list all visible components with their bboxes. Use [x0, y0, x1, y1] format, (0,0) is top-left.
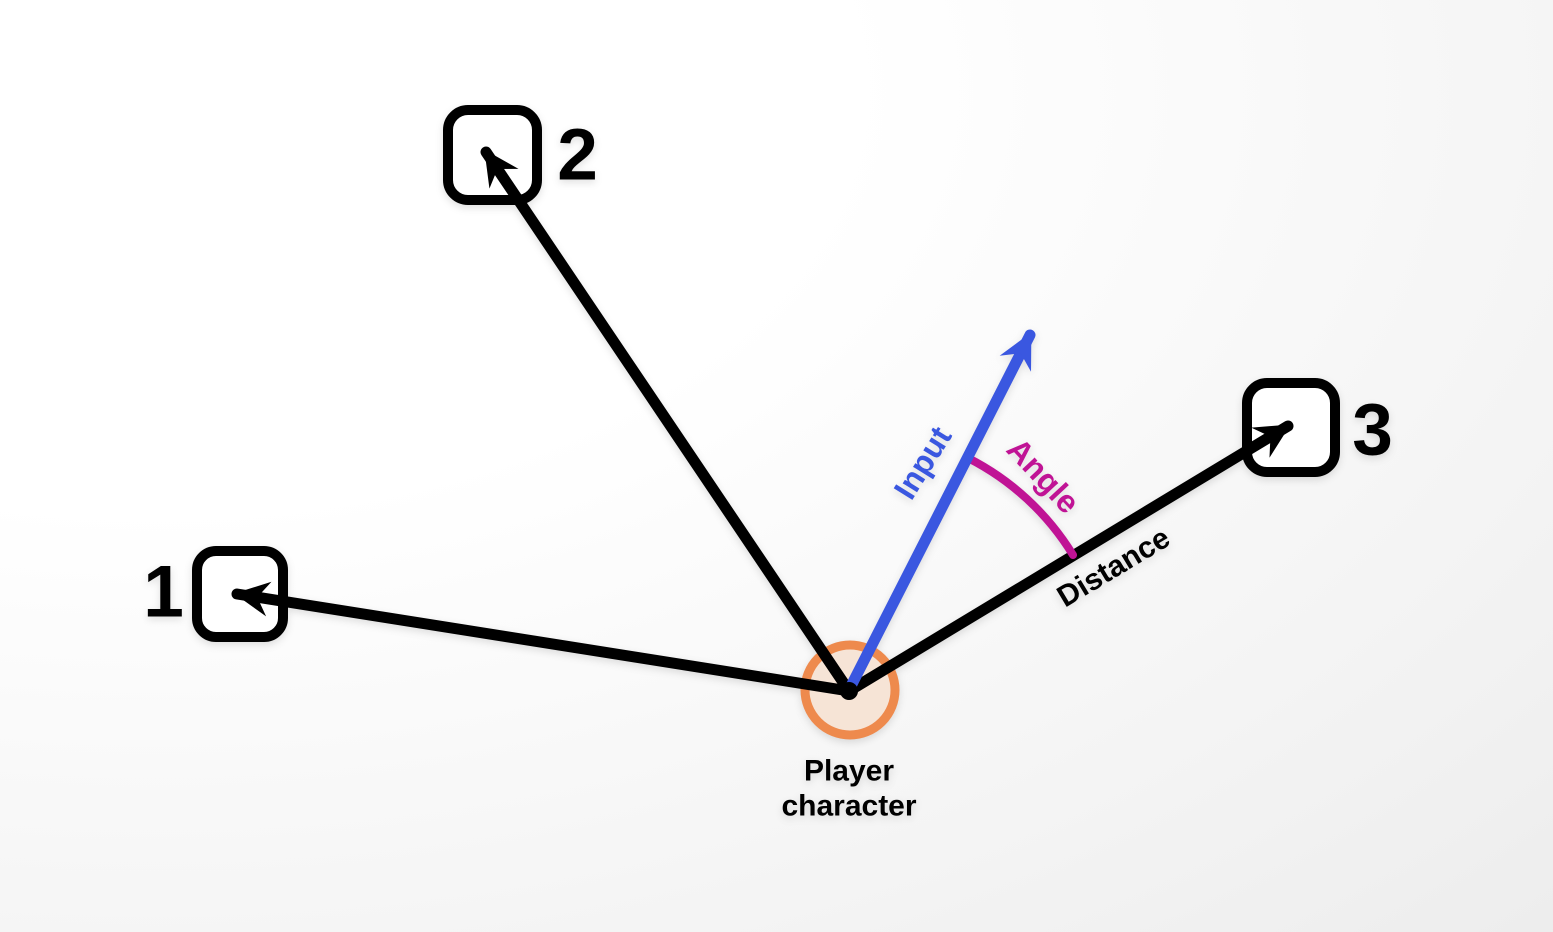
target-number-2: 2 — [557, 114, 598, 196]
line-player-to-target-2 — [480, 146, 855, 697]
line-player-to-target-1 — [231, 581, 855, 697]
line-player-to-target-3 — [843, 420, 1294, 697]
target-number-3: 3 — [1352, 389, 1393, 471]
angle-arc — [964, 454, 1077, 559]
line-origin-dot — [840, 682, 858, 700]
player-character-label: Player character — [781, 754, 917, 823]
input-vector-arrow — [844, 329, 1036, 694]
target-number-1: 1 — [143, 551, 184, 633]
